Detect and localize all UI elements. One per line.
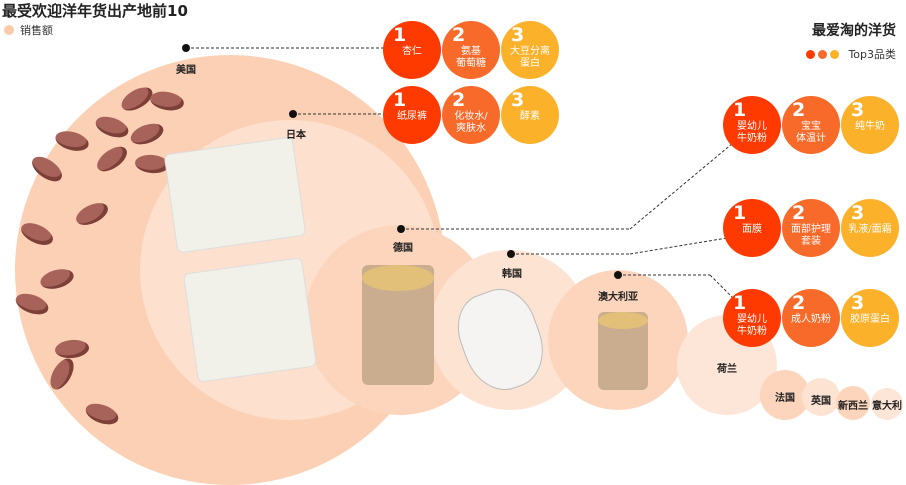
country-label: 日本 (286, 130, 306, 141)
rank-item: 杏仁 (402, 46, 422, 57)
legend-dot-2 (818, 49, 828, 59)
rank-item: 纸尿裤 (397, 111, 427, 122)
rank-number: 3 (851, 99, 865, 121)
rank-number: 3 (511, 89, 525, 111)
bubble-france (760, 370, 810, 420)
country-label: 德国 (393, 243, 413, 254)
rank-number: 1 (393, 89, 407, 111)
country-label: 意大利 (872, 401, 902, 412)
country-label: 英国 (811, 396, 831, 407)
rank-item: 成人奶粉 (791, 314, 831, 325)
marker-australia (614, 271, 622, 279)
rank-item: 纯牛奶 (855, 121, 885, 132)
rank-number: 2 (452, 24, 466, 46)
rank-number: 2 (792, 99, 806, 121)
rank-number: 3 (851, 202, 865, 224)
rank-item: 化妆水/ 爽肤水 (454, 111, 488, 134)
rank-item: 乳液/面霜 (848, 224, 892, 235)
rank-number: 2 (452, 89, 466, 111)
milk-powder-can-image-2 (598, 312, 648, 390)
rank-item: 婴幼儿 牛奶粉 (737, 314, 767, 337)
country-label: 澳大利亚 (598, 292, 638, 303)
rank-item: 大豆分离 蛋白 (510, 46, 550, 69)
country-label: 美国 (176, 65, 196, 76)
rank-number: 1 (733, 292, 747, 314)
legend-swatch (4, 25, 14, 35)
legend-dot-1 (806, 49, 816, 59)
rank-item: 婴幼儿 牛奶粉 (737, 121, 767, 144)
legend: 销售额 (4, 22, 53, 38)
rank-item: 氨基 葡萄糖 (456, 46, 486, 69)
bubble-italy (871, 388, 903, 420)
bubble-newzealand (836, 386, 870, 420)
marker-japan (289, 110, 297, 118)
rank-item: 面部护理 套装 (791, 224, 831, 247)
bubble-uk (802, 378, 840, 416)
country-label: 荷兰 (717, 364, 737, 375)
rank-item: 胶原蛋白 (850, 314, 890, 325)
top3-legend-label: Top3品类 (848, 48, 896, 61)
legend-dot-3 (830, 49, 840, 59)
country-label: 新西兰 (838, 401, 868, 412)
rank-item: 宝宝 体温计 (796, 121, 826, 144)
right-title: 最爱淘的洋货 (812, 23, 896, 39)
top3-legend: Top3品类 (806, 46, 896, 62)
rank-number: 1 (393, 24, 407, 46)
rank-item: 酵素 (520, 111, 540, 122)
country-label: 韩国 (502, 269, 522, 280)
page-title: 最受欢迎洋年货出产地前10 (2, 2, 188, 20)
milk-powder-can-image (362, 265, 434, 385)
rank-number: 1 (733, 202, 747, 224)
leader-lines (186, 47, 734, 299)
rank-number: 3 (851, 292, 865, 314)
rank-number: 2 (792, 202, 806, 224)
rank-number: 1 (733, 99, 747, 121)
marker-korea (507, 250, 515, 258)
rank-number: 2 (792, 292, 806, 314)
marker-germany (397, 225, 405, 233)
marker-usa (182, 44, 190, 52)
legend-label: 销售额 (20, 24, 53, 37)
rank-number: 3 (511, 24, 525, 46)
country-label: 法国 (775, 393, 795, 404)
rank-item: 面膜 (742, 224, 762, 235)
